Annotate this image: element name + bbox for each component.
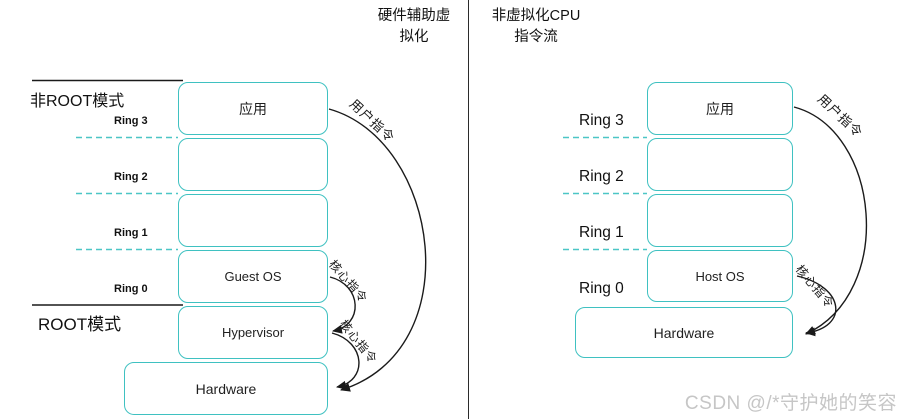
right-app-box: 应用 (647, 82, 793, 135)
right-kernel-instruction-label: 核心指令 (792, 262, 837, 312)
non-root-mode-label: 非ROOT模式 (30, 93, 125, 110)
root-mode-label: ROOT模式 (38, 315, 122, 334)
left-hardware-box: Hardware (124, 362, 328, 415)
right-ring2-label: Ring 2 (579, 168, 624, 185)
left-user-instruction-label: 用户指令 (346, 96, 398, 146)
left-ring0-label: Ring 0 (114, 283, 148, 295)
right-ring3-label: Ring 3 (579, 112, 624, 129)
left-ring1-box (178, 194, 328, 247)
right-host-os-box: Host OS (647, 250, 793, 302)
right-ring0-label: Ring 0 (579, 280, 624, 297)
left-hypervisor-box: Hypervisor (178, 306, 328, 359)
right-panel-title-line1: 非虚拟化CPU (491, 8, 581, 24)
left-panel-title-line1: 硬件辅助虚 (377, 8, 451, 24)
left-user-instruction-arc (328, 108, 427, 392)
left-guest-os-box: Guest OS (178, 250, 328, 303)
left-panel-title-line2: 拟化 (399, 29, 429, 45)
left-ring3-label: Ring 3 (114, 115, 148, 127)
left-kernel-instruction-label-2: 核心指令 (336, 317, 381, 367)
left-app-box: 应用 (178, 82, 328, 135)
right-panel-title: 非虚拟化CPU 指令流 (477, 6, 595, 48)
right-user-instruction-label: 用户指令 (814, 91, 866, 141)
left-ring2-box (178, 138, 328, 191)
left-kernel-instruction-label-1: 核心指令 (325, 257, 371, 306)
right-ring1-box (647, 194, 793, 247)
csdn-watermark: CSDN @/*守护她的笑容 (684, 393, 897, 414)
right-panel-title-line2: 指令流 (514, 29, 558, 45)
left-ring1-label: Ring 1 (114, 227, 148, 239)
right-hardware-box: Hardware (575, 307, 793, 358)
right-ring2-box (647, 138, 793, 191)
right-ring1-label: Ring 1 (579, 224, 624, 241)
left-panel-title: 硬件辅助虚 拟化 (368, 6, 460, 48)
left-ring2-label: Ring 2 (114, 171, 148, 183)
